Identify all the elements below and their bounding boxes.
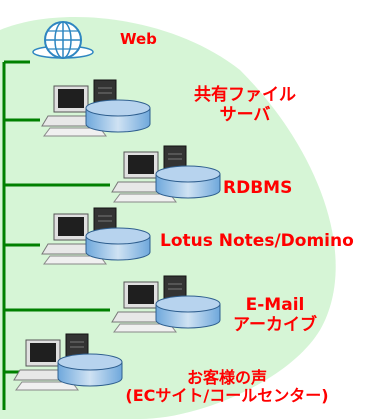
label-line: サーバ [219, 104, 271, 125]
label-web: Web [120, 30, 157, 48]
label-rdbms: RDBMS [223, 178, 293, 198]
label-customer-voice: お客様の声 (ECサイト/コールセンター) [118, 368, 336, 406]
label-line: (ECサイト/コールセンター) [125, 386, 329, 406]
label-line: 共有ファイル [194, 85, 296, 105]
label-email-archive: E-Mail アーカイブ [205, 295, 345, 335]
label-line: お客様の声 [186, 368, 267, 387]
connector-lines [2, 60, 110, 410]
label-lotus-notes: Lotus Notes/Domino [160, 231, 354, 251]
label-line: アーカイブ [233, 314, 317, 335]
label-line: E-Mail [245, 295, 305, 315]
globe-icon [32, 21, 94, 59]
label-shared-file-server: 共有ファイル サーバ [175, 85, 315, 125]
